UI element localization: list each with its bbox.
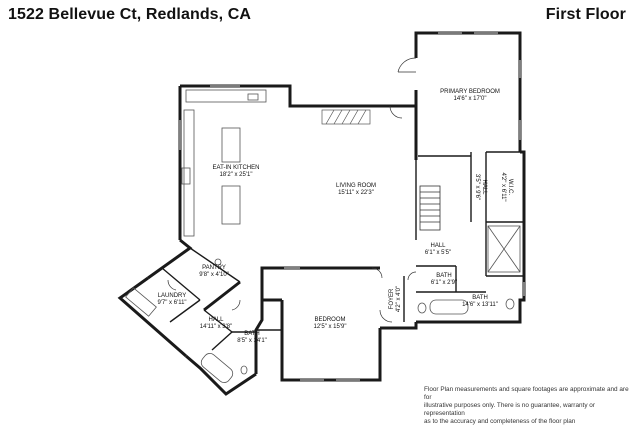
interior-walls	[161, 106, 524, 351]
disclaimer: Floor Plan measurements and square foota…	[424, 386, 629, 425]
door-swings	[167, 57, 417, 323]
exterior-walls	[117, 31, 526, 396]
address-title: 1522 Bellevue Ct, Redlands, CA	[8, 6, 252, 23]
floor-label: First Floor	[545, 6, 626, 23]
windows	[179, 32, 525, 381]
bath-fixtures	[125, 225, 521, 384]
fireplace	[321, 109, 371, 125]
kitchen-fixtures	[181, 89, 267, 237]
stairs	[419, 185, 441, 231]
room-label-wic: W.I.C.4'2" x 6'11"	[500, 172, 513, 202]
